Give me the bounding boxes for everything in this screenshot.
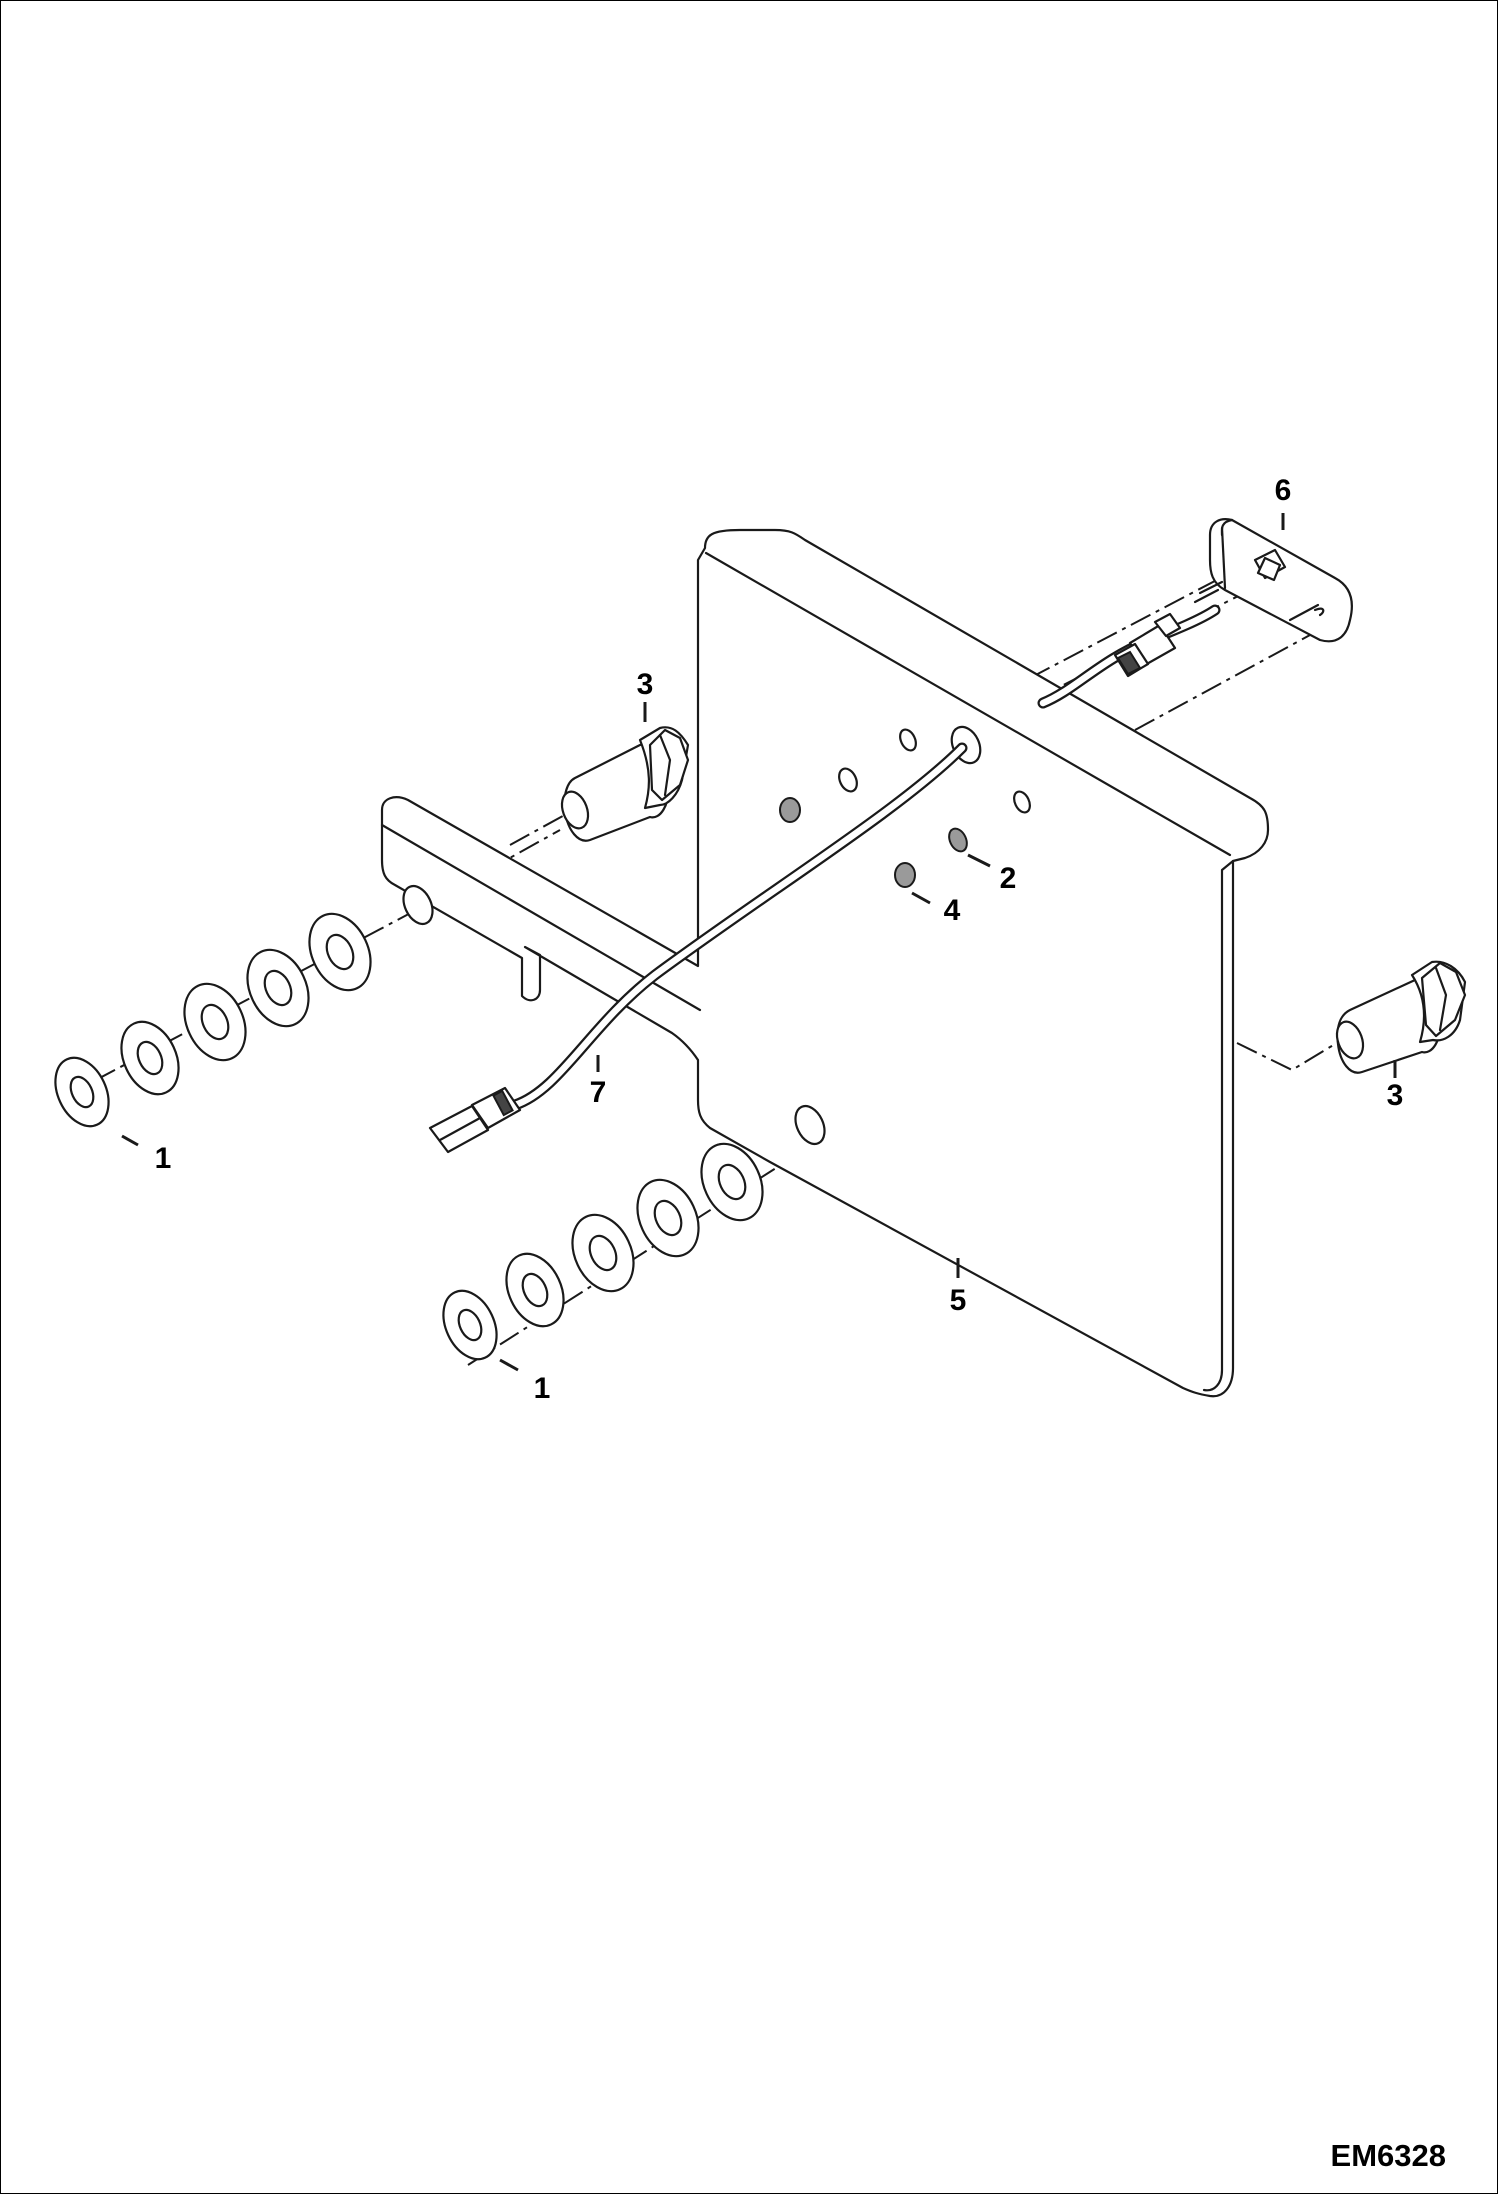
washer	[636, 1178, 700, 1258]
washer	[505, 1252, 565, 1328]
callouts: 1 1 2 3 3 4 5 6 7	[155, 474, 1404, 1405]
washer-stack-bottom	[442, 1142, 764, 1361]
callout-bracket: 5	[950, 1284, 967, 1317]
small-hardware	[779, 728, 1031, 888]
small-flat-washer	[899, 728, 917, 752]
callout-harness: 7	[590, 1076, 607, 1109]
license-lamp	[1113, 518, 1353, 678]
washer	[54, 1056, 110, 1128]
small-flat-washer	[1013, 790, 1031, 814]
washer	[308, 912, 372, 992]
callout-lock-washer: 2	[1000, 862, 1017, 895]
callout-lamp: 6	[1275, 474, 1292, 507]
callout-bolt-left: 3	[637, 668, 654, 701]
lock-washer	[838, 767, 858, 793]
hex-nut	[894, 862, 916, 888]
lock-washer	[948, 827, 968, 853]
washer-stack-left	[54, 912, 372, 1128]
leader-lines	[121, 513, 1397, 1372]
washer	[120, 1020, 180, 1096]
callout-nut: 4	[944, 894, 961, 927]
washer	[571, 1213, 635, 1293]
callout-washers-bottom: 1	[534, 1372, 551, 1405]
washer	[700, 1142, 764, 1222]
washer	[442, 1289, 498, 1361]
hex-nut	[779, 797, 801, 823]
callout-washers-left: 1	[155, 1142, 172, 1175]
bolt-right	[1335, 960, 1467, 1074]
lamp-connector	[1113, 612, 1182, 678]
harness-connector	[428, 1086, 522, 1154]
washer	[183, 982, 247, 1062]
figure-id: EM6328	[1331, 2138, 1446, 2173]
callout-bolt-right: 3	[1387, 1079, 1404, 1112]
washer	[246, 948, 310, 1028]
bolt-left	[560, 726, 690, 842]
